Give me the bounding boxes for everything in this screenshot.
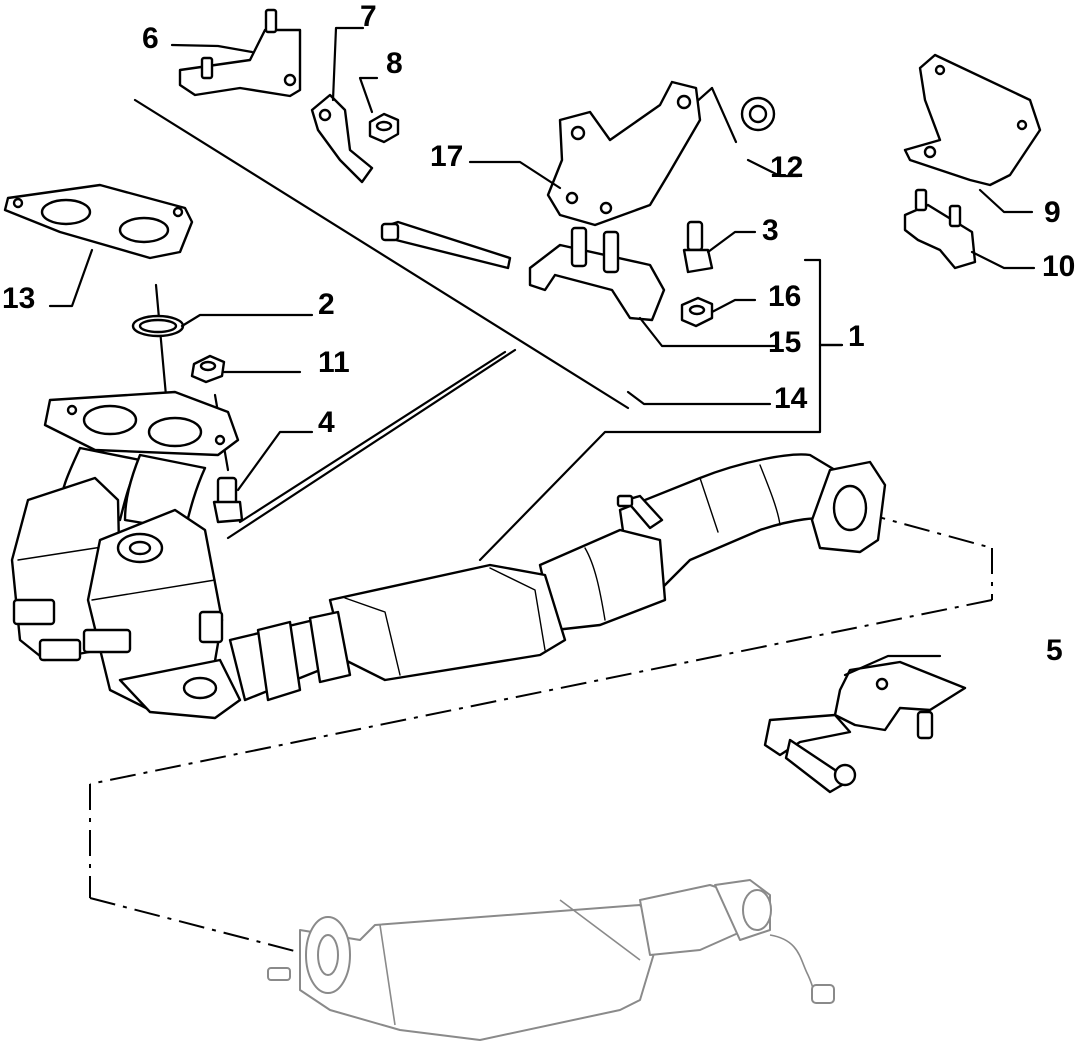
bracket-17 (546, 80, 702, 227)
callout-9: 9 (1044, 196, 1061, 229)
callout-4: 4 (318, 406, 335, 439)
sensor-bracket-5 (763, 660, 967, 794)
bolt-14 (380, 220, 512, 270)
callout-14: 14 (774, 382, 808, 415)
callout-2: 2 (318, 288, 335, 321)
seal-ring (131, 314, 185, 338)
nut-8 (368, 112, 400, 144)
guide-lines (89, 511, 993, 956)
downstream-converter-ghost (267, 879, 835, 1041)
front-exhaust-pipe (228, 453, 887, 702)
callout-8: 8 (386, 47, 403, 80)
stud-4 (212, 476, 244, 524)
callout-12: 12 (770, 151, 803, 184)
callout-17: 17 (430, 140, 463, 173)
strap-7 (310, 93, 374, 184)
callout-16: 16 (768, 280, 801, 313)
leader-lines (48, 26, 1036, 677)
callout-5: 5 (1046, 634, 1063, 667)
washer-12 (740, 96, 776, 132)
callout-11: 11 (318, 346, 350, 379)
manifold-gasket (3, 183, 194, 260)
callout-labels: 1 2 3 4 5 6 7 8 9 10 11 12 13 14 15 16 1… (2, 0, 1075, 667)
bracket-9 (903, 53, 1042, 187)
callout-3: 3 (762, 214, 779, 247)
rubber-mount-15 (528, 226, 666, 322)
callout-6: 6 (142, 22, 159, 55)
callout-10: 10 (1042, 250, 1075, 283)
callout-7: 7 (360, 0, 377, 33)
nut-16 (680, 296, 714, 328)
nut-11 (190, 354, 226, 384)
callout-1: 1 (848, 320, 865, 353)
bolt-3 (682, 220, 714, 274)
callout-13: 13 (2, 282, 35, 315)
bracket-6 (178, 8, 302, 98)
manifold-converter-assembly (10, 390, 242, 720)
callout-15: 15 (768, 326, 801, 359)
rubber-block-10 (903, 188, 977, 270)
